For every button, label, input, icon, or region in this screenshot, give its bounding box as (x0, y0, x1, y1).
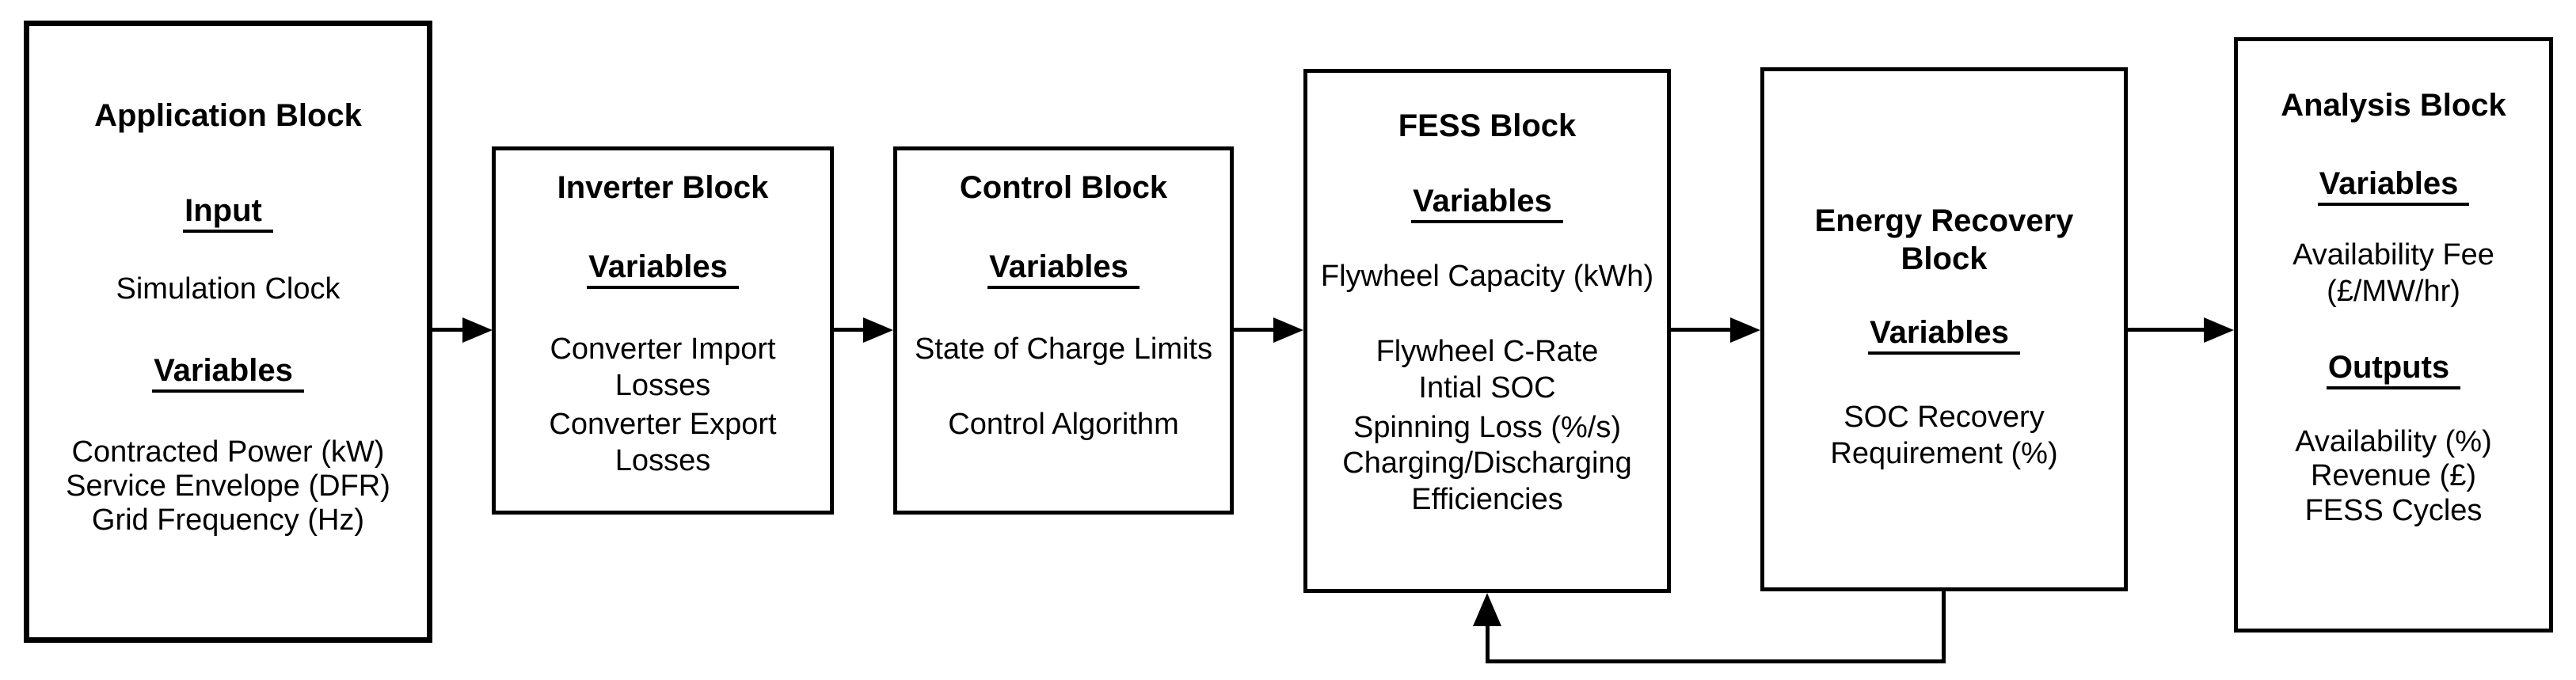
feedback-down-segment (1942, 591, 1946, 663)
section-header-label: Variables (1411, 182, 1563, 223)
arrowhead-right-icon (1273, 317, 1303, 343)
arrowhead-right-icon (863, 317, 893, 343)
inverter-block: Inverter Block Variables Converter Impor… (492, 146, 834, 515)
variable-item: Service Envelope (DFR) (66, 469, 390, 503)
block-title: Application Block (94, 98, 362, 133)
arrow-line (1671, 328, 1735, 332)
block-title: FESS Block (1398, 108, 1577, 143)
energy-recovery-block: Energy Recovery Block Variables SOC Reco… (1760, 67, 2128, 591)
arrowhead-right-icon (2204, 317, 2234, 343)
block-title: Control Block (959, 170, 1168, 205)
input-section-header: Input (39, 192, 417, 233)
control-block: Control Block Variables State of Charge … (893, 146, 1234, 515)
section-header-label: Variables (1868, 313, 2020, 355)
section-header-label: Variables (152, 351, 304, 393)
arrowhead-up-icon (1473, 593, 1501, 626)
variable-item: Spinning Loss (%/s) (1353, 411, 1621, 444)
variables-section-header: Variables (39, 351, 417, 393)
variables-section-header: Variables (505, 248, 820, 289)
output-item: FESS Cycles (2304, 494, 2483, 527)
feedback-up-segment (1486, 624, 1490, 663)
arrowhead-right-icon (462, 317, 493, 343)
block-title: Inverter Block (557, 170, 769, 205)
output-item: Revenue (£) (2310, 459, 2477, 492)
variable-item: Control Algorithm (948, 408, 1179, 441)
variable-item: Intial SOC (1418, 371, 1556, 405)
section-header-label: Outputs (2326, 348, 2461, 389)
arrow-line (432, 328, 467, 332)
variables-section-header: Variables (907, 248, 1220, 289)
variable-item: Charging/Discharging Efficiencies (1342, 446, 1632, 516)
variable-item: Flywheel Capacity (kWh) (1320, 260, 1654, 293)
section-header-label: Variables (587, 248, 739, 289)
section-header-label: Variables (2317, 165, 2470, 206)
variable-item: Flywheel C-Rate (1376, 335, 1599, 368)
feedback-horizontal-segment (1486, 659, 1946, 663)
variables-section-header: Variables (2247, 165, 2540, 206)
outputs-section-header: Outputs (2247, 348, 2540, 389)
arrow-line (1234, 328, 1278, 332)
variable-item: Converter Export Losses (549, 408, 777, 477)
output-item: Availability (%) (2295, 425, 2492, 458)
variable-item: Converter Import Losses (550, 332, 776, 402)
variable-item: Grid Frequency (Hz) (91, 503, 365, 537)
section-header-label: Variables (987, 248, 1140, 289)
variable-item: SOC Recovery Requirement (%) (1830, 401, 2058, 470)
variables-section-header: Variables (1317, 182, 1657, 223)
fess-block: FESS Block Variables Flywheel Capacity (… (1303, 69, 1671, 593)
variables-section-header: Variables (1774, 313, 2114, 355)
arrow-line (834, 328, 868, 332)
arrowhead-right-icon (1730, 317, 1760, 343)
analysis-block: Analysis Block Variables Availability Fe… (2234, 37, 2553, 633)
arrow-line (2128, 328, 2209, 332)
section-header-label: Input (183, 192, 273, 233)
variable-item: Availability Fee (£/MW/hr) (2293, 238, 2494, 308)
application-block: Application Block Input Simulation Clock… (24, 21, 432, 643)
block-title: Analysis Block (2281, 88, 2506, 123)
variable-item: Contracted Power (kW) (71, 435, 385, 469)
block-title: Energy Recovery Block (1814, 203, 2074, 276)
input-item: Simulation Clock (116, 272, 341, 306)
variable-item: State of Charge Limits (915, 332, 1212, 366)
